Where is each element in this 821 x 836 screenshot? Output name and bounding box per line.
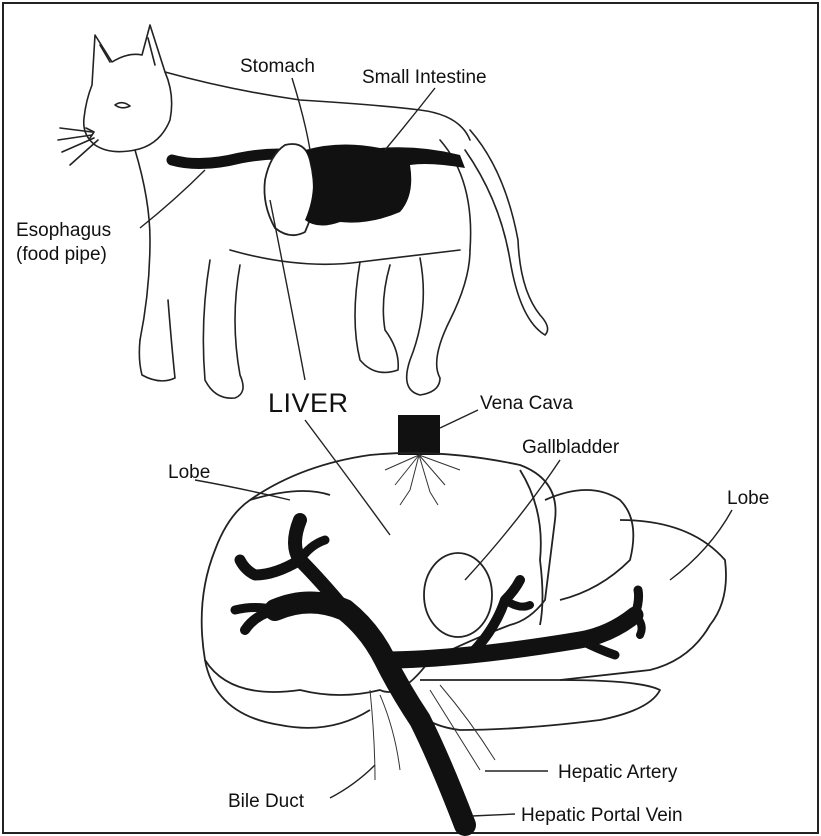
- lobe-right-label: Lobe: [727, 488, 769, 510]
- small-intestine-shape: [305, 144, 465, 225]
- esophagus-label: Esophagus: [16, 220, 111, 242]
- esophagus-sublabel: (food pipe): [16, 244, 107, 266]
- gallbladder-label: Gallbladder: [522, 437, 619, 459]
- leader-liver: [305, 420, 390, 535]
- vena-cava-shape: [398, 415, 440, 455]
- lobe-left-label: Lobe: [168, 462, 210, 484]
- hepatic-artery-label: Hepatic Artery: [558, 762, 677, 784]
- gallbladder-shape: [424, 553, 492, 637]
- cat-eye: [115, 103, 130, 108]
- leader-stomach: [292, 78, 310, 150]
- vena-cava-label: Vena Cava: [480, 393, 573, 415]
- leader-hepatic-portal-vein: [472, 814, 515, 816]
- stomach-label: Stomach: [240, 56, 315, 78]
- leader-vena-cava: [440, 410, 478, 428]
- leader-esophagus: [140, 170, 205, 228]
- bile-duct-label: Bile Duct: [228, 791, 304, 813]
- leader-lobe-right: [670, 510, 732, 580]
- leader-small-intestine: [385, 88, 435, 150]
- vena-cava-branches: [385, 455, 460, 505]
- hepatic-portal-vein-label: Hepatic Portal Vein: [521, 805, 683, 827]
- small-intestine-label: Small Intestine: [362, 67, 487, 89]
- leader-bile-duct: [330, 765, 375, 798]
- liver-label: LIVER: [268, 388, 349, 419]
- cat-head: [84, 25, 172, 152]
